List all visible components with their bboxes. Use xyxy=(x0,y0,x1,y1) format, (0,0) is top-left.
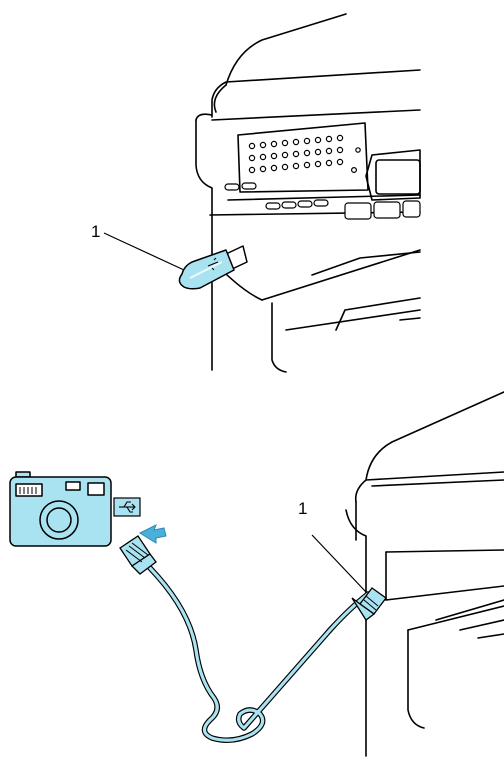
output-tray xyxy=(262,250,420,300)
control-panel-plate xyxy=(238,123,368,192)
keypad-buttons xyxy=(249,135,360,172)
figure-camera-usb-cable: 1 xyxy=(0,380,504,769)
callout-leader-line xyxy=(104,233,184,270)
printer-camera-illustration xyxy=(0,380,504,769)
scanner-lid-edge xyxy=(226,14,346,85)
usb-cable xyxy=(150,568,368,740)
figure-usb-flash-drive: 1 xyxy=(0,0,504,380)
callout-number: 1 xyxy=(298,500,307,517)
lcd-screen xyxy=(376,160,420,194)
usb-plug-printer xyxy=(352,588,386,620)
printer-flash-drive-illustration xyxy=(0,0,504,380)
callout-leader-line xyxy=(312,535,366,592)
camera xyxy=(10,472,111,546)
usb-icon xyxy=(114,498,140,516)
printer-body-outline xyxy=(346,392,504,756)
printer-body-outline xyxy=(196,120,212,370)
callout-number: 1 xyxy=(91,223,100,240)
arrow-left-icon xyxy=(140,525,166,543)
usb-flash-drive xyxy=(179,246,247,289)
